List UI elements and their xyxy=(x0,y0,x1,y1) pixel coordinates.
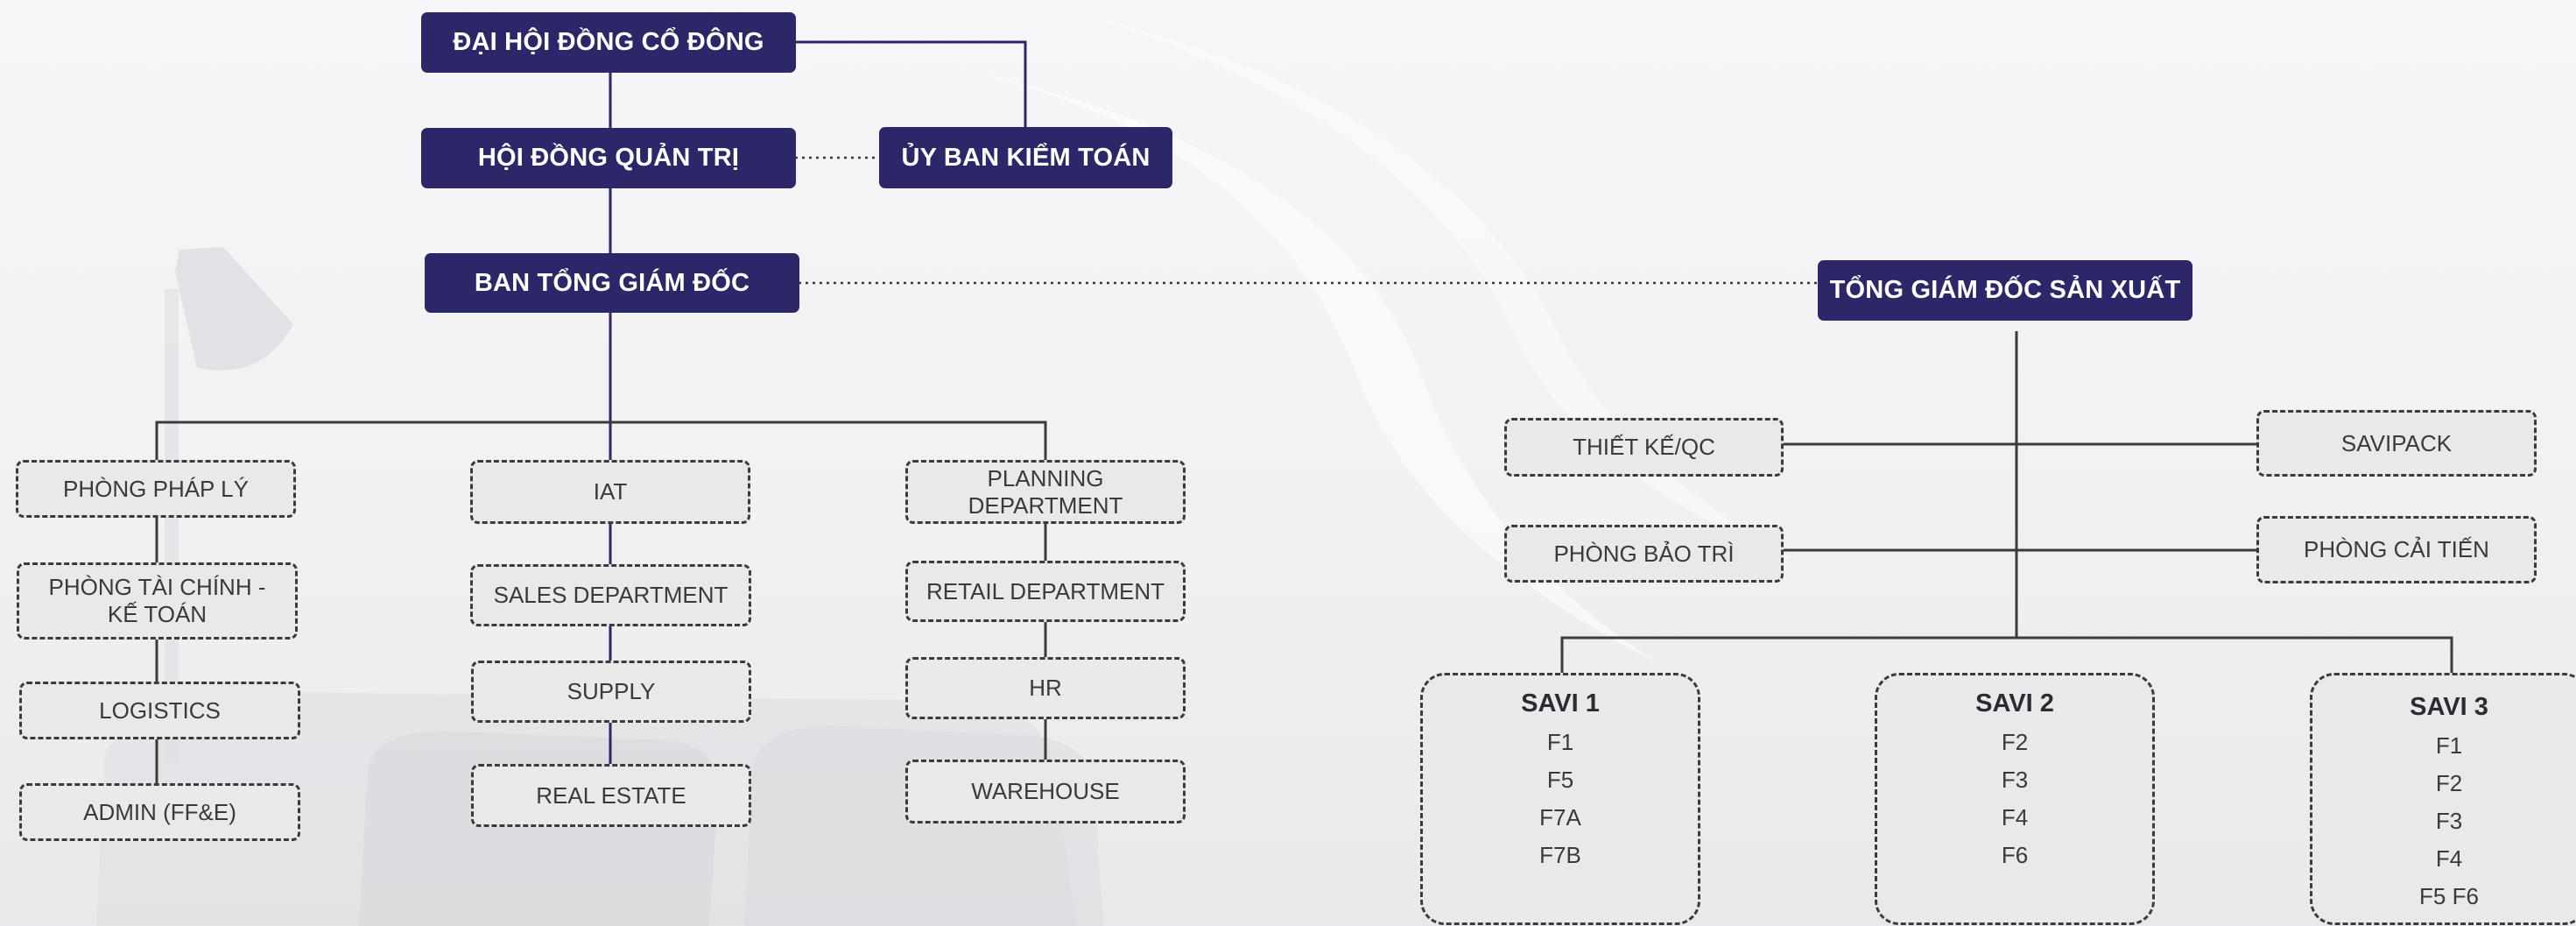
factory-box-savi-3: SAVI 3 F1 F2 F3 F4 F5 F6 xyxy=(2310,673,2576,925)
warehouse-box: WAREHOUSE xyxy=(905,760,1186,824)
factory-box-savi-2: SAVI 2 F2 F3 F4 F6 xyxy=(1875,673,2155,925)
lamp-stand xyxy=(165,289,179,762)
maintenance-box: PHÒNG BẢO TRÌ xyxy=(1504,525,1784,583)
production-ceo-box: TỔNG GIÁM ĐỐC SẢN XUẤT xyxy=(1818,260,2192,321)
hr-box: HR xyxy=(905,657,1186,719)
factory-item: F3 xyxy=(2435,808,2463,834)
factory-title: SAVI 1 xyxy=(1521,689,1600,717)
savipack-box: SAVIPACK xyxy=(2256,410,2537,477)
design-qc-box: THIẾT KẾ/QC xyxy=(1504,418,1784,477)
factory-item: F6 xyxy=(2001,842,2029,868)
executive-board-box: BAN TỔNG GIÁM ĐỐC xyxy=(425,253,799,313)
real-estate-box: REAL ESTATE xyxy=(471,764,751,827)
factory-item: F2 xyxy=(2001,729,2029,755)
factory-item: F3 xyxy=(2001,767,2029,793)
factory-box-savi-1: SAVI 1 F1 F5 F7A F7B xyxy=(1420,673,1700,925)
audit-committee-box: ỦY BAN KIỂM TOÁN xyxy=(879,127,1172,188)
factory-title: SAVI 3 xyxy=(2410,693,2488,721)
logistics-box: LOGISTICS xyxy=(19,682,300,739)
finance-accounting-box: PHÒNG TÀI CHÍNH - KẾ TOÁN xyxy=(17,562,298,640)
retail-department-box: RETAIL DEPARTMENT xyxy=(905,561,1186,622)
supply-box: SUPPLY xyxy=(471,661,751,723)
factory-title: SAVI 2 xyxy=(1975,689,2054,717)
factory-item: F2 xyxy=(2435,770,2463,796)
factory-item: F7A xyxy=(1539,804,1581,831)
shareholders-box: ĐẠI HỘI ĐỒNG CỔ ĐÔNG xyxy=(421,12,796,73)
iat-box: IAT xyxy=(470,460,750,524)
factory-item: F5 xyxy=(1546,767,1574,793)
factory-item: F4 xyxy=(2435,845,2463,872)
admin-box: ADMIN (FF&E) xyxy=(19,783,300,841)
sales-department-box: SALES DEPARTMENT xyxy=(470,564,751,626)
factory-item: F7B xyxy=(1539,842,1581,868)
drape-shape xyxy=(963,70,1664,666)
lamp-icon xyxy=(175,247,293,371)
factory-item: F5 F6 xyxy=(2419,883,2479,909)
factory-item: F4 xyxy=(2001,804,2029,831)
factory-item: F1 xyxy=(1546,729,1574,755)
legal-department-box: PHÒNG PHÁP LÝ xyxy=(16,460,296,518)
planning-department-box: PLANNING DEPARTMENT xyxy=(905,460,1186,524)
board-box: HỘI ĐỒNG QUẢN TRỊ xyxy=(421,128,796,188)
factory-item: F1 xyxy=(2435,732,2463,759)
improvement-box: PHÒNG CẢI TIẾN xyxy=(2256,516,2537,583)
